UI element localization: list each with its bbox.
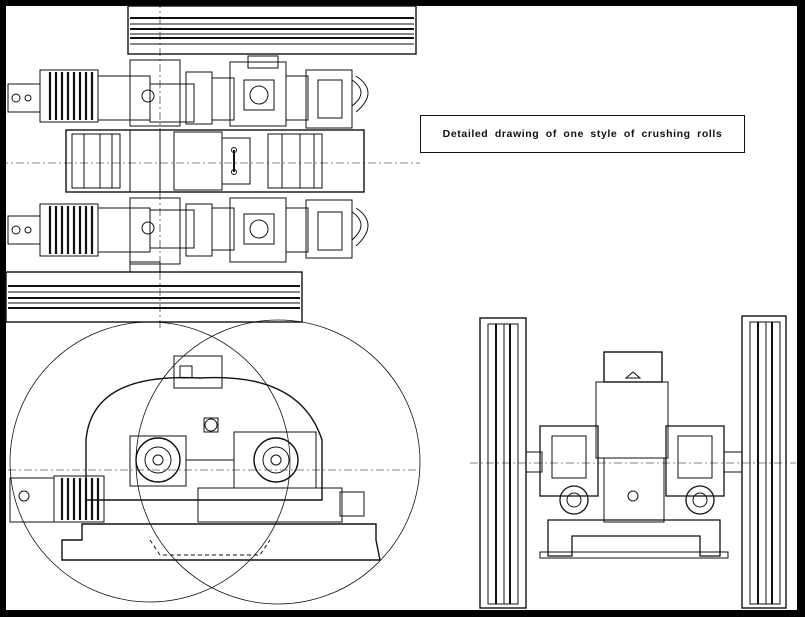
- caption-text: Detailed drawing of one style of crushin…: [442, 128, 723, 140]
- plan-view: [0, 0, 420, 330]
- caption-box: Detailed drawing of one style of crushin…: [420, 115, 745, 153]
- plan-central-roll: [65, 129, 365, 193]
- plan-top-roll-bar: [127, 5, 417, 55]
- plan-upper-roll-assembly: [7, 55, 369, 129]
- plan-lower-roll-assembly: [7, 197, 369, 273]
- side-elevation: [8, 319, 421, 605]
- plan-bottom-roll-bar: [5, 271, 303, 323]
- end-elevation: [470, 315, 796, 609]
